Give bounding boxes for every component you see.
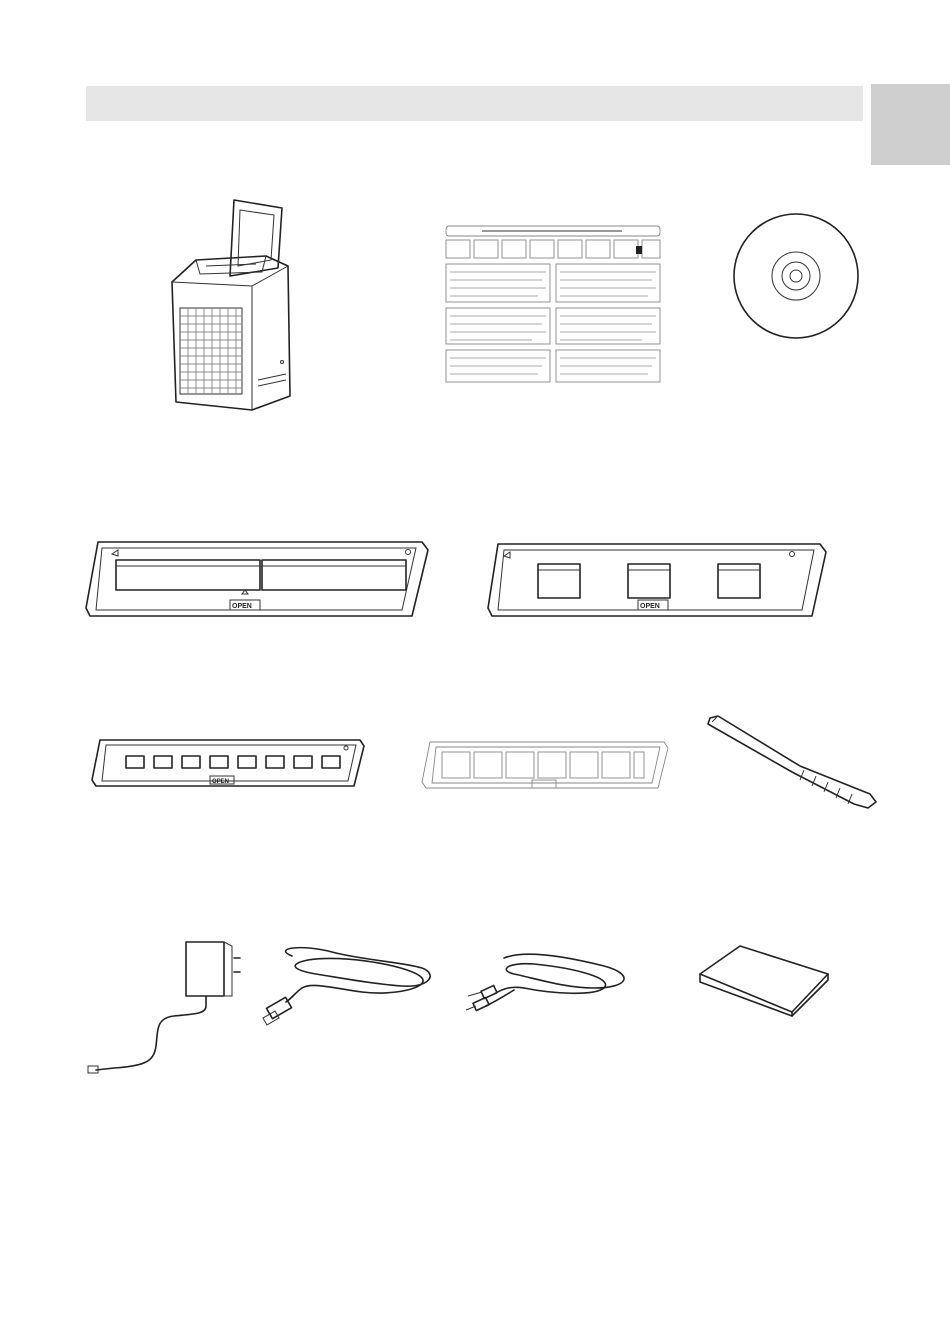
- negative-film-holder-icon: OPEN: [82, 538, 432, 624]
- cleaning-brush-icon: [704, 712, 880, 812]
- tv-cable-icon: [464, 948, 638, 1014]
- usb-cable-icon: [262, 942, 438, 1026]
- quick-start-guide-icon: [442, 222, 664, 386]
- cleaning-pad-icon: [696, 940, 832, 1018]
- slide-holder-icon: OPEN: [486, 540, 830, 624]
- 126-film-holder-icon: [420, 738, 672, 794]
- 110-film-holder-icon: OPEN: [90, 736, 368, 792]
- open-label: OPEN: [212, 779, 229, 785]
- open-label: OPEN: [640, 603, 660, 610]
- language-tab: [871, 84, 950, 165]
- cd-rom-icon: [730, 208, 862, 344]
- ac-adapter-icon: [84, 938, 244, 1074]
- film-scanner-icon: [166, 196, 292, 414]
- open-label: OPEN: [232, 603, 252, 610]
- section-header-bar: [86, 86, 863, 121]
